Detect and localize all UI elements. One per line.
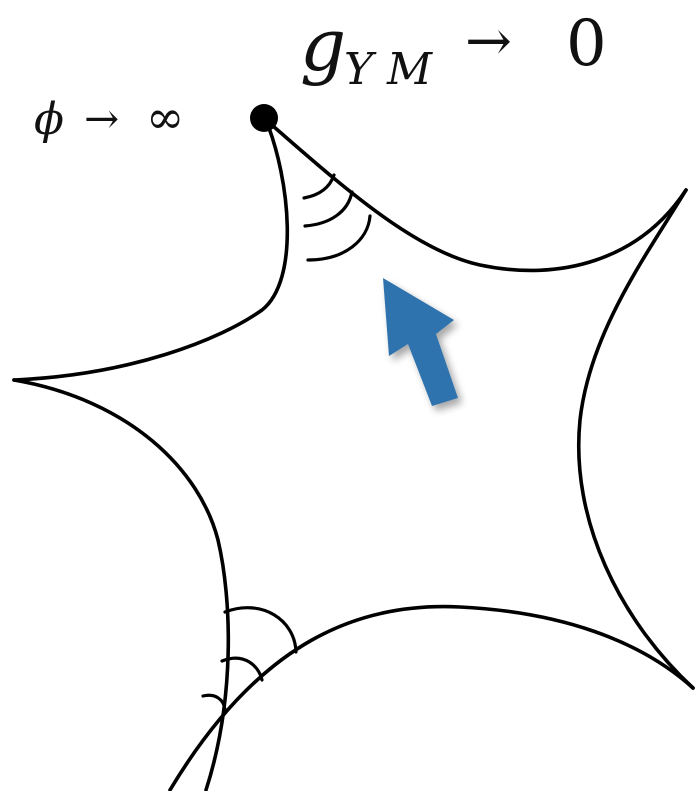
boundary-top-edge	[264, 118, 688, 273]
cusp-arc-bottom-medium	[220, 656, 264, 682]
cusp-arc-bottom-large	[223, 606, 298, 654]
cusp-point	[250, 104, 278, 132]
cusp-arc-large	[306, 214, 372, 262]
boundary-bottom-left-edge	[12, 378, 231, 791]
cusp-arc-small	[302, 173, 336, 200]
cusp-arc-bottom-small	[201, 693, 227, 712]
boundary-left-edge	[12, 118, 290, 382]
coupling-arrow: →	[465, 9, 512, 74]
cusp-arc-medium	[303, 190, 354, 228]
field-limit: ∞	[146, 90, 184, 144]
direction-arrow	[383, 278, 458, 406]
boundary-right-edge	[577, 188, 695, 690]
boundary-bottom-right-edge	[168, 604, 695, 791]
field-symbol: ϕ	[34, 94, 64, 145]
coupling-subscript: Y M	[344, 44, 433, 95]
coupling-limit: 0	[566, 7, 607, 81]
coupling-symbol: g	[300, 3, 346, 87]
field-arrow: →	[84, 94, 119, 143]
